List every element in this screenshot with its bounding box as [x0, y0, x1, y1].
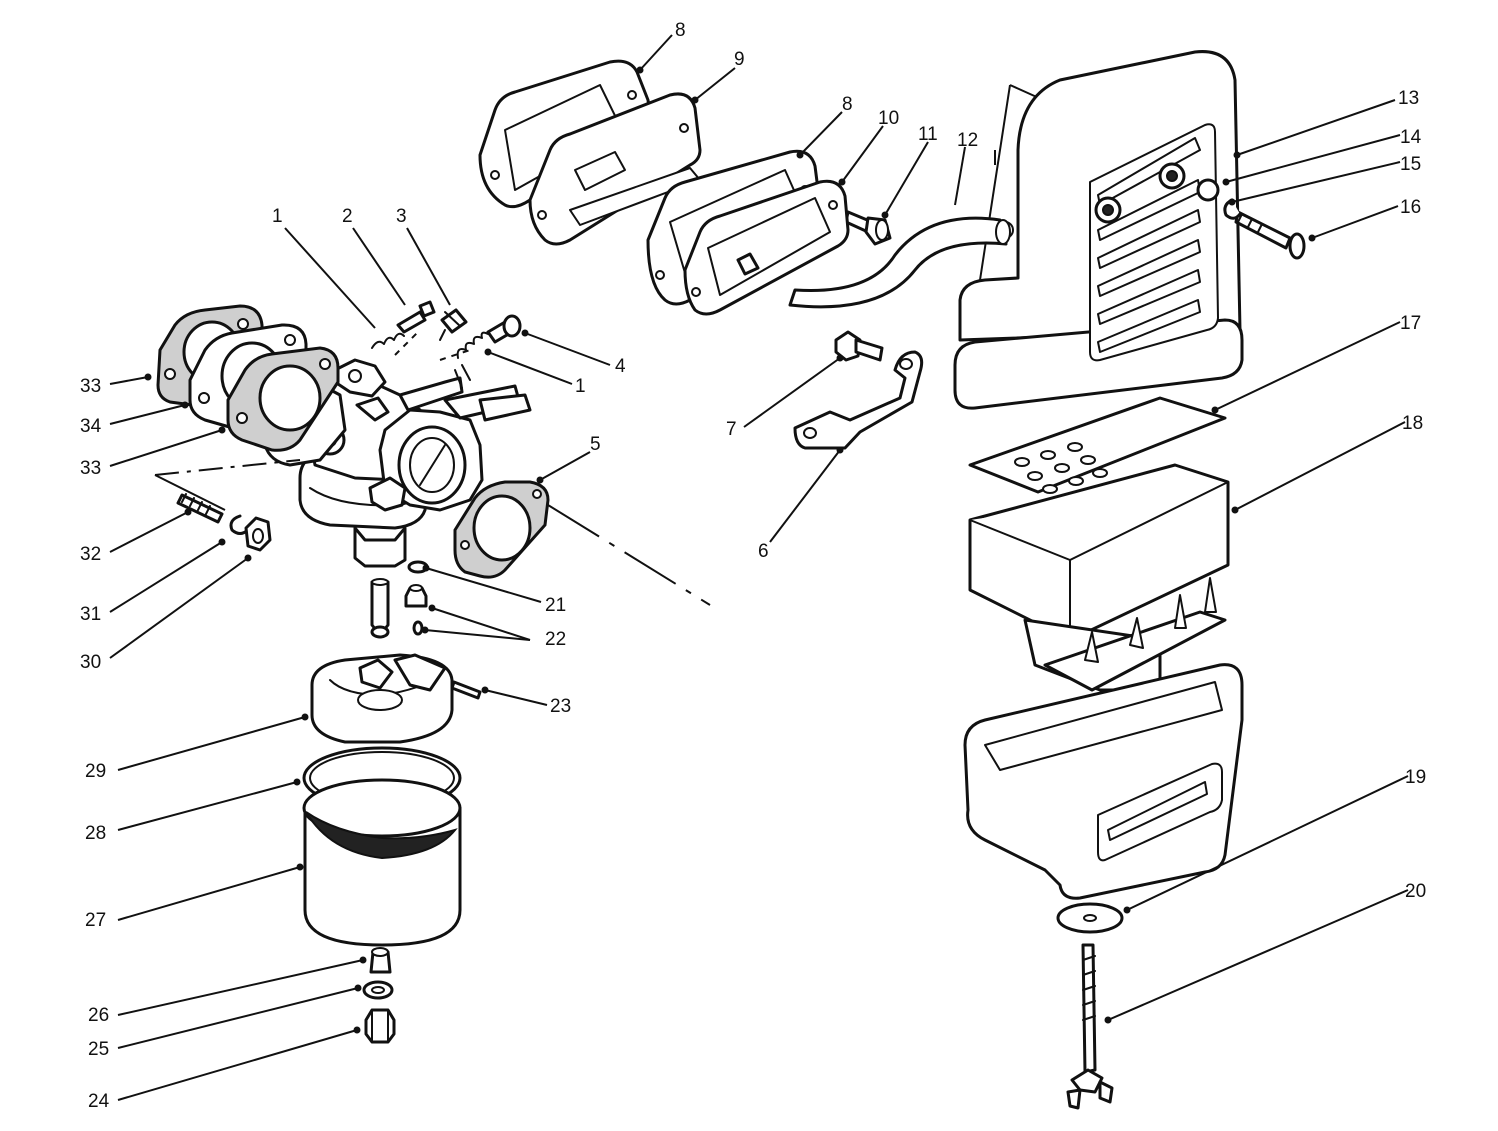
callout-33-upper: 33: [80, 376, 101, 397]
screw-26: [369, 947, 392, 974]
callout-27: 27: [85, 910, 106, 931]
washer-19: [1056, 902, 1124, 934]
screw-16: [1234, 210, 1306, 260]
callout-23: 23: [550, 696, 571, 717]
callout-11: 11: [918, 124, 938, 145]
callout-30: 30: [80, 652, 101, 673]
screw-7: [834, 330, 884, 362]
callout-8-mid: 8: [842, 94, 853, 115]
callout-6: 6: [758, 541, 769, 562]
callout-13: 13: [1398, 88, 1419, 109]
callout-26: 26: [88, 1005, 109, 1026]
wing-bolt-20: [1066, 943, 1114, 1110]
callout-17: 17: [1400, 313, 1421, 334]
callout-5: 5: [590, 434, 601, 455]
washer-25: [362, 980, 394, 1000]
lock-washer-15: [1223, 198, 1242, 220]
callout-32: 32: [80, 544, 101, 565]
air-cleaner-cover: [953, 50, 1244, 449]
callout-29: 29: [85, 761, 106, 782]
stud-32: [176, 493, 224, 524]
callout-22: 22: [545, 629, 566, 650]
callout-25: 25: [88, 1039, 109, 1060]
callout-10: 10: [878, 108, 899, 129]
float-29: [310, 653, 454, 744]
spring-1-lower: [456, 331, 489, 359]
screw-4: [486, 314, 522, 344]
spring-1-upper: [371, 332, 405, 349]
carburetor-body: [263, 358, 532, 568]
nut-24: [364, 1008, 396, 1044]
callout-8-top: 8: [675, 20, 686, 41]
filter-element: [968, 463, 1230, 642]
gasket-5: [453, 480, 550, 579]
fuel-inlet-tube: [370, 578, 390, 639]
pin-23: [450, 680, 482, 700]
callout-14: 14: [1400, 127, 1422, 148]
seat-22: [404, 584, 428, 636]
needle-3: [439, 308, 468, 341]
callout-2: 2: [342, 206, 353, 227]
callout-18: 18: [1402, 413, 1423, 434]
breather-tube-12: [788, 216, 1011, 309]
callout-21: 21: [545, 595, 566, 616]
callout-12: 12: [957, 130, 978, 151]
bracket-6: [793, 350, 924, 450]
callout-1-lower: 1: [575, 376, 586, 397]
callout-24: 24: [88, 1091, 110, 1112]
callout-3: 3: [396, 206, 407, 227]
leader-lines: [109, 34, 1409, 1101]
gasket-33-inner: [226, 346, 340, 452]
lock-washer-31: [229, 514, 250, 535]
callout-4: 4: [615, 356, 626, 377]
callout-16: 16: [1400, 197, 1421, 218]
screw-2: [396, 300, 436, 334]
callout-31: 31: [80, 604, 101, 625]
air-cleaner-base: [963, 577, 1244, 900]
callout-7: 7: [726, 419, 737, 440]
callout-33-lower: 33: [80, 458, 101, 479]
leader-dots: [144, 66, 1316, 1034]
nut-30: [244, 516, 272, 552]
callout-28: 28: [85, 823, 106, 844]
callout-34: 34: [80, 416, 102, 437]
callout-20: 20: [1405, 881, 1426, 902]
callout-19: 19: [1405, 767, 1426, 788]
callout-1-upper: 1: [272, 206, 283, 227]
callout-9: 9: [734, 49, 745, 70]
centerlines: [154, 329, 711, 606]
callout-labels: 1 2 3 4 1 5 6 7 8 9 8 10 11 12 13 14 15 …: [80, 20, 1426, 1112]
reed-plate-10: [683, 179, 850, 316]
float-bowl-27: [302, 778, 462, 947]
callout-15: 15: [1400, 154, 1421, 175]
